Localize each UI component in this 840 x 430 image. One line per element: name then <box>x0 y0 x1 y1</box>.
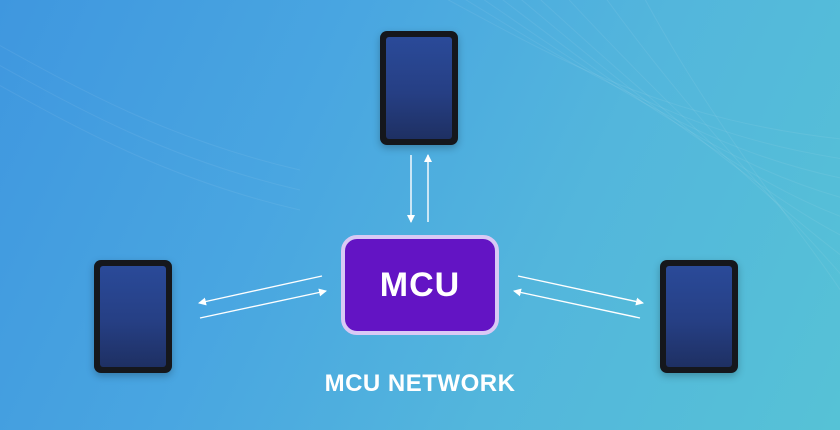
tablet-icon <box>94 260 172 373</box>
diagram-caption: MCU NETWORK <box>324 370 516 397</box>
tablet-screen <box>666 266 732 367</box>
tablet-screen <box>100 266 166 367</box>
tablet-icon <box>660 260 738 373</box>
mcu-hub-node: MCU <box>341 235 499 335</box>
tablet-screen <box>386 37 452 139</box>
arrow-to-hub-from-right <box>513 288 641 319</box>
arrow-to-hub-from-left <box>199 288 327 319</box>
mcu-hub-label: MCU <box>379 265 461 304</box>
tablet-icon <box>380 31 458 145</box>
arrow-to-left-from-hub <box>198 275 323 306</box>
arrow-to-right-from-hub <box>517 275 644 306</box>
